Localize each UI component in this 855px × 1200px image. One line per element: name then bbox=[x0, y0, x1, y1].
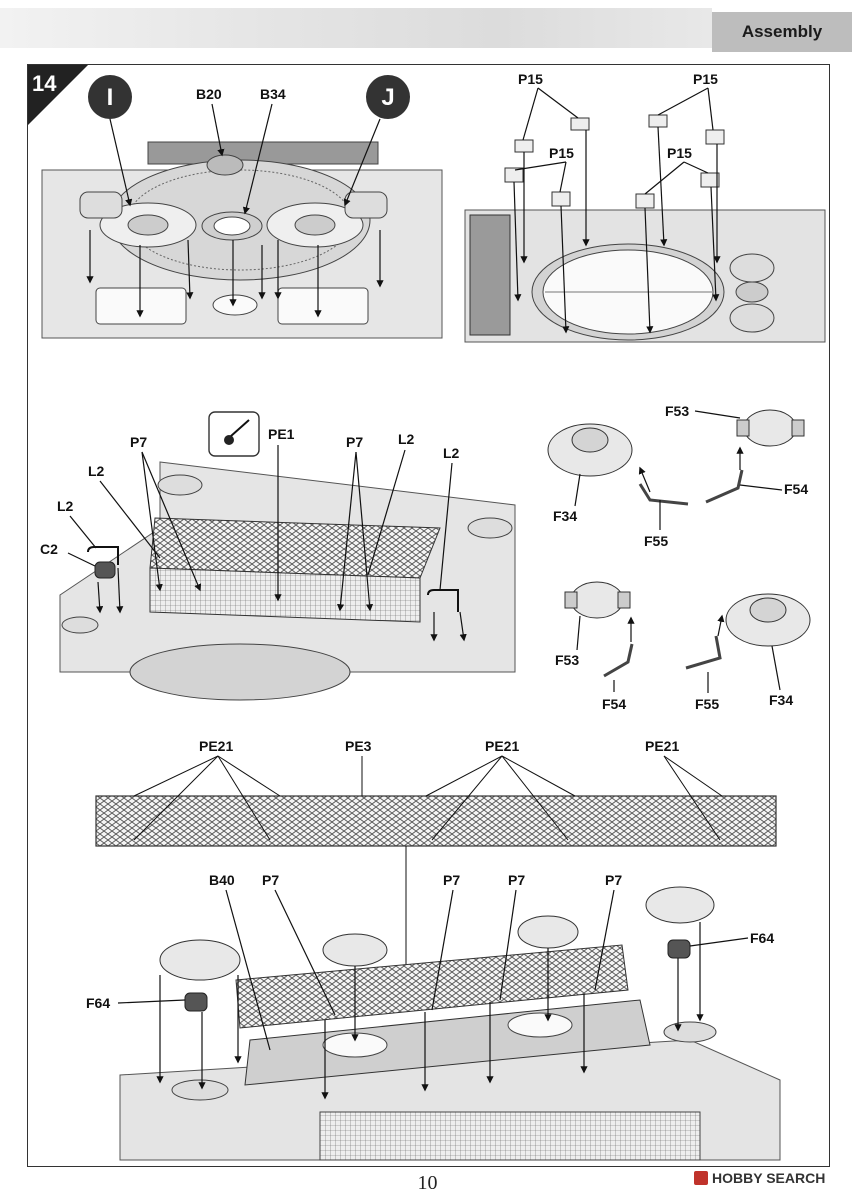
label-f55-a: F55 bbox=[644, 533, 668, 549]
label-f34-a: F34 bbox=[553, 508, 577, 524]
label-f54-b: F54 bbox=[602, 696, 626, 712]
page-number: 10 bbox=[417, 1172, 438, 1194]
pe3-mesh-panel bbox=[95, 795, 777, 847]
label-p15-d: P15 bbox=[667, 145, 692, 161]
instruction-frame bbox=[27, 64, 830, 1167]
label-p7-b: P7 bbox=[346, 434, 363, 450]
label-p7-e: P7 bbox=[508, 872, 525, 888]
c2-part bbox=[94, 561, 116, 579]
watermark-logo-icon bbox=[694, 1171, 708, 1185]
callout-i: I bbox=[88, 75, 132, 119]
pe-bend-icon bbox=[208, 411, 260, 457]
pe21-lines bbox=[133, 755, 723, 975]
panel2-lines bbox=[513, 87, 721, 334]
label-p7-d: P7 bbox=[443, 872, 460, 888]
label-f64-a: F64 bbox=[750, 930, 774, 946]
label-l2-c: L2 bbox=[88, 463, 105, 479]
panel4-lines bbox=[574, 410, 783, 693]
label-b34: B34 bbox=[260, 86, 286, 102]
hull-opening-view bbox=[464, 209, 826, 343]
panel1-arrows bbox=[86, 103, 384, 318]
svg-text:I: I bbox=[107, 84, 114, 111]
label-l2-b: L2 bbox=[443, 445, 460, 461]
engine-deck-view bbox=[59, 461, 516, 701]
section-title: Assembly bbox=[712, 12, 852, 52]
header-band bbox=[0, 8, 712, 48]
svg-text:J: J bbox=[381, 84, 394, 111]
panel5-lines bbox=[117, 889, 749, 1100]
label-pe21-a: PE21 bbox=[199, 738, 233, 754]
label-pe21-c: PE21 bbox=[645, 738, 679, 754]
turret-top-view bbox=[41, 141, 443, 339]
label-f53-b: F53 bbox=[555, 652, 579, 668]
label-pe3: PE3 bbox=[345, 738, 372, 754]
periscope-parts bbox=[547, 409, 811, 678]
label-b20: B20 bbox=[196, 86, 222, 102]
watermark-text: HOBBY SEARCH bbox=[712, 1170, 826, 1186]
label-p7-a: P7 bbox=[130, 434, 147, 450]
label-f53-a: F53 bbox=[665, 403, 689, 419]
label-f34-b: F34 bbox=[769, 692, 793, 708]
label-p15-c: P15 bbox=[549, 145, 574, 161]
hull-rear-view bbox=[119, 886, 781, 1161]
label-p15-b: P15 bbox=[693, 71, 718, 87]
label-b40: B40 bbox=[209, 872, 235, 888]
label-l2-a: L2 bbox=[398, 431, 415, 447]
panel3-lines bbox=[67, 445, 467, 642]
step-badge: 14 bbox=[28, 65, 88, 125]
label-l2-d: L2 bbox=[57, 498, 74, 514]
label-pe1: PE1 bbox=[268, 426, 295, 442]
label-c2: C2 bbox=[40, 541, 58, 557]
label-p15-a: P15 bbox=[518, 71, 543, 87]
label-p7-f: P7 bbox=[605, 872, 622, 888]
label-pe21-b: PE21 bbox=[485, 738, 519, 754]
label-f55-b: F55 bbox=[695, 696, 719, 712]
watermark: HOBBY SEARCH bbox=[694, 1170, 825, 1186]
p15-parts bbox=[504, 114, 725, 209]
label-p7-c: P7 bbox=[262, 872, 279, 888]
step-number: 14 bbox=[32, 71, 57, 96]
callout-j: J bbox=[366, 75, 410, 119]
label-f54-a: F54 bbox=[784, 481, 808, 497]
label-f64-b: F64 bbox=[86, 995, 110, 1011]
